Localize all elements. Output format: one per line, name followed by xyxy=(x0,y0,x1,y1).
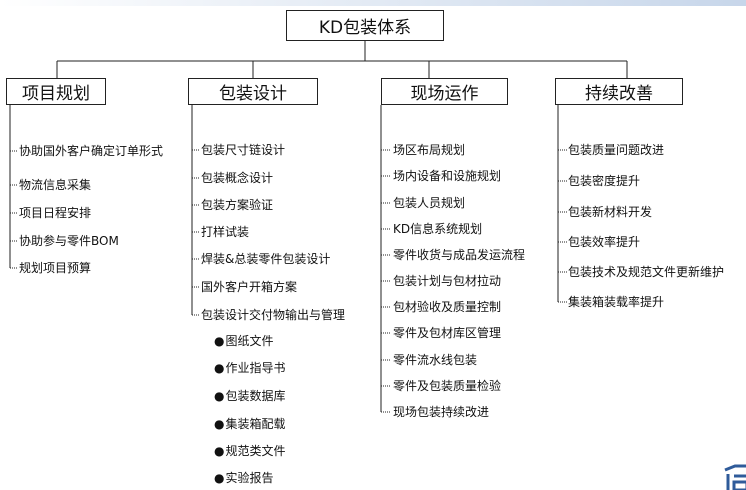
sub-list-item: ●集装箱配载 xyxy=(214,417,286,431)
list-item: 现场包装持续改进 xyxy=(393,405,490,419)
list-item: 包装质量问题改进 xyxy=(568,143,665,157)
list-item: 包装技术及规范文件更新维护 xyxy=(568,265,725,279)
list-item: 集装箱装载率提升 xyxy=(568,295,665,309)
list-item: 国外客户开箱方案 xyxy=(201,280,298,294)
list-item: 包装效率提升 xyxy=(568,235,641,249)
sub-list-item: ●图纸文件 xyxy=(214,334,274,348)
category-continuous-improvement: 持续改善 xyxy=(555,78,683,105)
list-item: 协助参与零件BOM xyxy=(19,234,119,248)
list-item: 场内设备和设施规划 xyxy=(393,169,502,183)
bullet-icon: ● xyxy=(214,417,225,431)
list-item: 协助国外客户确定订单形式 xyxy=(19,144,164,158)
sub-list-item-label: 作业指导书 xyxy=(225,361,286,375)
list-item: 零件收货与成品发运流程 xyxy=(393,248,526,262)
category-project-planning: 项目规划 xyxy=(6,78,106,105)
list-item: 零件流水线包装 xyxy=(393,353,478,367)
list-item: 零件及包材库区管理 xyxy=(393,326,502,340)
list-item: 包装新材料开发 xyxy=(568,205,653,219)
list-item: 包装人员规划 xyxy=(393,196,466,210)
bullet-icon: ● xyxy=(214,334,225,348)
root-node: KD包装体系 xyxy=(286,10,444,41)
sub-list-item: ●包装数据库 xyxy=(214,389,286,403)
list-item: 包装尺寸链设计 xyxy=(201,143,286,157)
company-logo-icon xyxy=(724,464,746,490)
list-item: 场区布局规划 xyxy=(393,143,466,157)
category-onsite-operation: 现场运作 xyxy=(381,78,508,105)
list-item: 包装密度提升 xyxy=(568,174,641,188)
list-item: 包装方案验证 xyxy=(201,198,274,212)
list-item: 包材验收及质量控制 xyxy=(393,300,502,314)
bullet-icon: ● xyxy=(214,444,225,458)
top-banner xyxy=(0,0,746,6)
list-item: 规划项目预算 xyxy=(19,261,92,275)
category-packaging-design: 包装设计 xyxy=(188,78,318,105)
sub-list-item: ●实验报告 xyxy=(214,471,274,485)
list-item: KD信息系统规划 xyxy=(393,222,483,236)
sub-list-item-label: 包装数据库 xyxy=(225,389,286,403)
sub-list-item-label: 实验报告 xyxy=(225,471,274,485)
list-item: 焊装&总装零件包装设计 xyxy=(201,252,331,266)
list-item: 包装设计交付物输出与管理 xyxy=(201,308,346,322)
sub-list-item: ●规范类文件 xyxy=(214,444,286,458)
sub-list-item: ●作业指导书 xyxy=(214,361,286,375)
list-item: 项目日程安排 xyxy=(19,206,92,220)
bullet-icon: ● xyxy=(214,471,225,485)
bullet-icon: ● xyxy=(214,361,225,375)
list-item: 物流信息采集 xyxy=(19,178,92,192)
list-item: 包装计划与包材拉动 xyxy=(393,274,502,288)
list-item: 包装概念设计 xyxy=(201,171,274,185)
list-item: 零件及包装质量检验 xyxy=(393,379,502,393)
list-item: 打样试装 xyxy=(201,225,250,239)
sub-list-item-label: 规范类文件 xyxy=(225,444,286,458)
sub-list-item-label: 集装箱配载 xyxy=(225,417,286,431)
bullet-icon: ● xyxy=(214,389,225,403)
sub-list-item-label: 图纸文件 xyxy=(225,334,274,348)
